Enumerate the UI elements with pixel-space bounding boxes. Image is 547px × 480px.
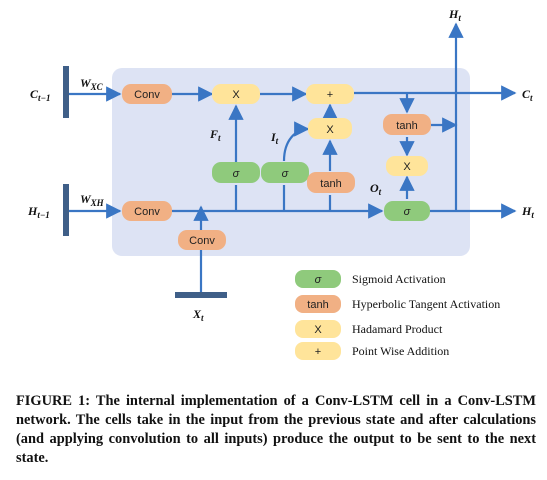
- svg-text:Hyperbolic Tangent Activation: Hyperbolic Tangent Activation: [352, 297, 500, 311]
- legend-item-hadamard: X Hadamard Product: [295, 320, 443, 338]
- node-tanh-cell: tanh: [383, 114, 431, 135]
- svg-text:X: X: [403, 161, 411, 173]
- svg-text:X: X: [314, 324, 322, 336]
- label-w-xc: WXC: [80, 76, 104, 92]
- label-h-t-top: Ht: [448, 7, 461, 23]
- svg-text:Conv: Conv: [189, 235, 215, 247]
- svg-text:X: X: [326, 124, 334, 136]
- svg-text:Hadamard Product: Hadamard Product: [352, 322, 443, 336]
- c-prev-input-bar: [63, 66, 69, 118]
- node-conv-xh: Conv: [122, 201, 172, 221]
- svg-text:+: +: [327, 89, 333, 101]
- h-prev-input-bar: [63, 184, 69, 236]
- node-forget-sigma: σ: [212, 162, 260, 183]
- label-o-t: Ot: [370, 181, 382, 197]
- node-output-mult: X: [386, 156, 428, 176]
- label-i-t: It: [270, 130, 279, 146]
- label-w-xh: WXH: [80, 192, 105, 208]
- svg-text:X: X: [232, 89, 240, 101]
- svg-text:σ: σ: [404, 206, 411, 218]
- arrow-input-sigma-to-mult: [282, 121, 310, 162]
- node-tanh-input: tanh: [307, 172, 355, 193]
- node-output-sigma: σ: [384, 201, 430, 221]
- svg-text:Conv: Conv: [134, 89, 160, 101]
- legend-item-sigmoid: σ Sigmoid Activation: [295, 270, 446, 288]
- label-h-prev: Ht−1: [27, 204, 50, 220]
- legend-item-addition: + Point Wise Addition: [295, 342, 449, 360]
- svg-text:tanh: tanh: [396, 120, 417, 132]
- svg-text:σ: σ: [282, 168, 289, 180]
- label-h-t-right: Ht: [521, 204, 534, 220]
- legend-item-tanh: tanh Hyperbolic Tangent Activation: [295, 295, 500, 313]
- svg-text:σ: σ: [315, 274, 322, 286]
- label-x-t: Xt: [192, 307, 204, 323]
- node-forget-mult: X: [212, 84, 260, 104]
- node-conv-x: Conv: [178, 230, 226, 250]
- svg-text:+: +: [315, 346, 321, 358]
- node-input-sigma: σ: [261, 162, 309, 183]
- x-input-bar: [175, 292, 227, 298]
- svg-text:Point Wise Addition: Point Wise Addition: [352, 344, 449, 358]
- label-c-prev: Ct−1: [30, 87, 50, 103]
- svg-text:σ: σ: [233, 168, 240, 180]
- svg-text:tanh: tanh: [320, 178, 341, 190]
- svg-text:Sigmoid Activation: Sigmoid Activation: [352, 272, 446, 286]
- label-c-t: Ct: [522, 87, 533, 103]
- legend: σ Sigmoid Activation tanh Hyperbolic Tan…: [295, 270, 500, 360]
- node-cell-add: +: [306, 84, 354, 104]
- label-f-t: Ft: [209, 127, 221, 143]
- conv-lstm-diagram: Conv Conv Conv X + X tanh X σ σ tanh: [27, 7, 534, 360]
- svg-text:Conv: Conv: [134, 206, 160, 218]
- node-input-mult: X: [308, 118, 352, 139]
- svg-text:tanh: tanh: [307, 299, 328, 311]
- node-conv-xc: Conv: [122, 84, 172, 104]
- figure-caption: FIGURE 1: The internal implementation of…: [16, 393, 536, 466]
